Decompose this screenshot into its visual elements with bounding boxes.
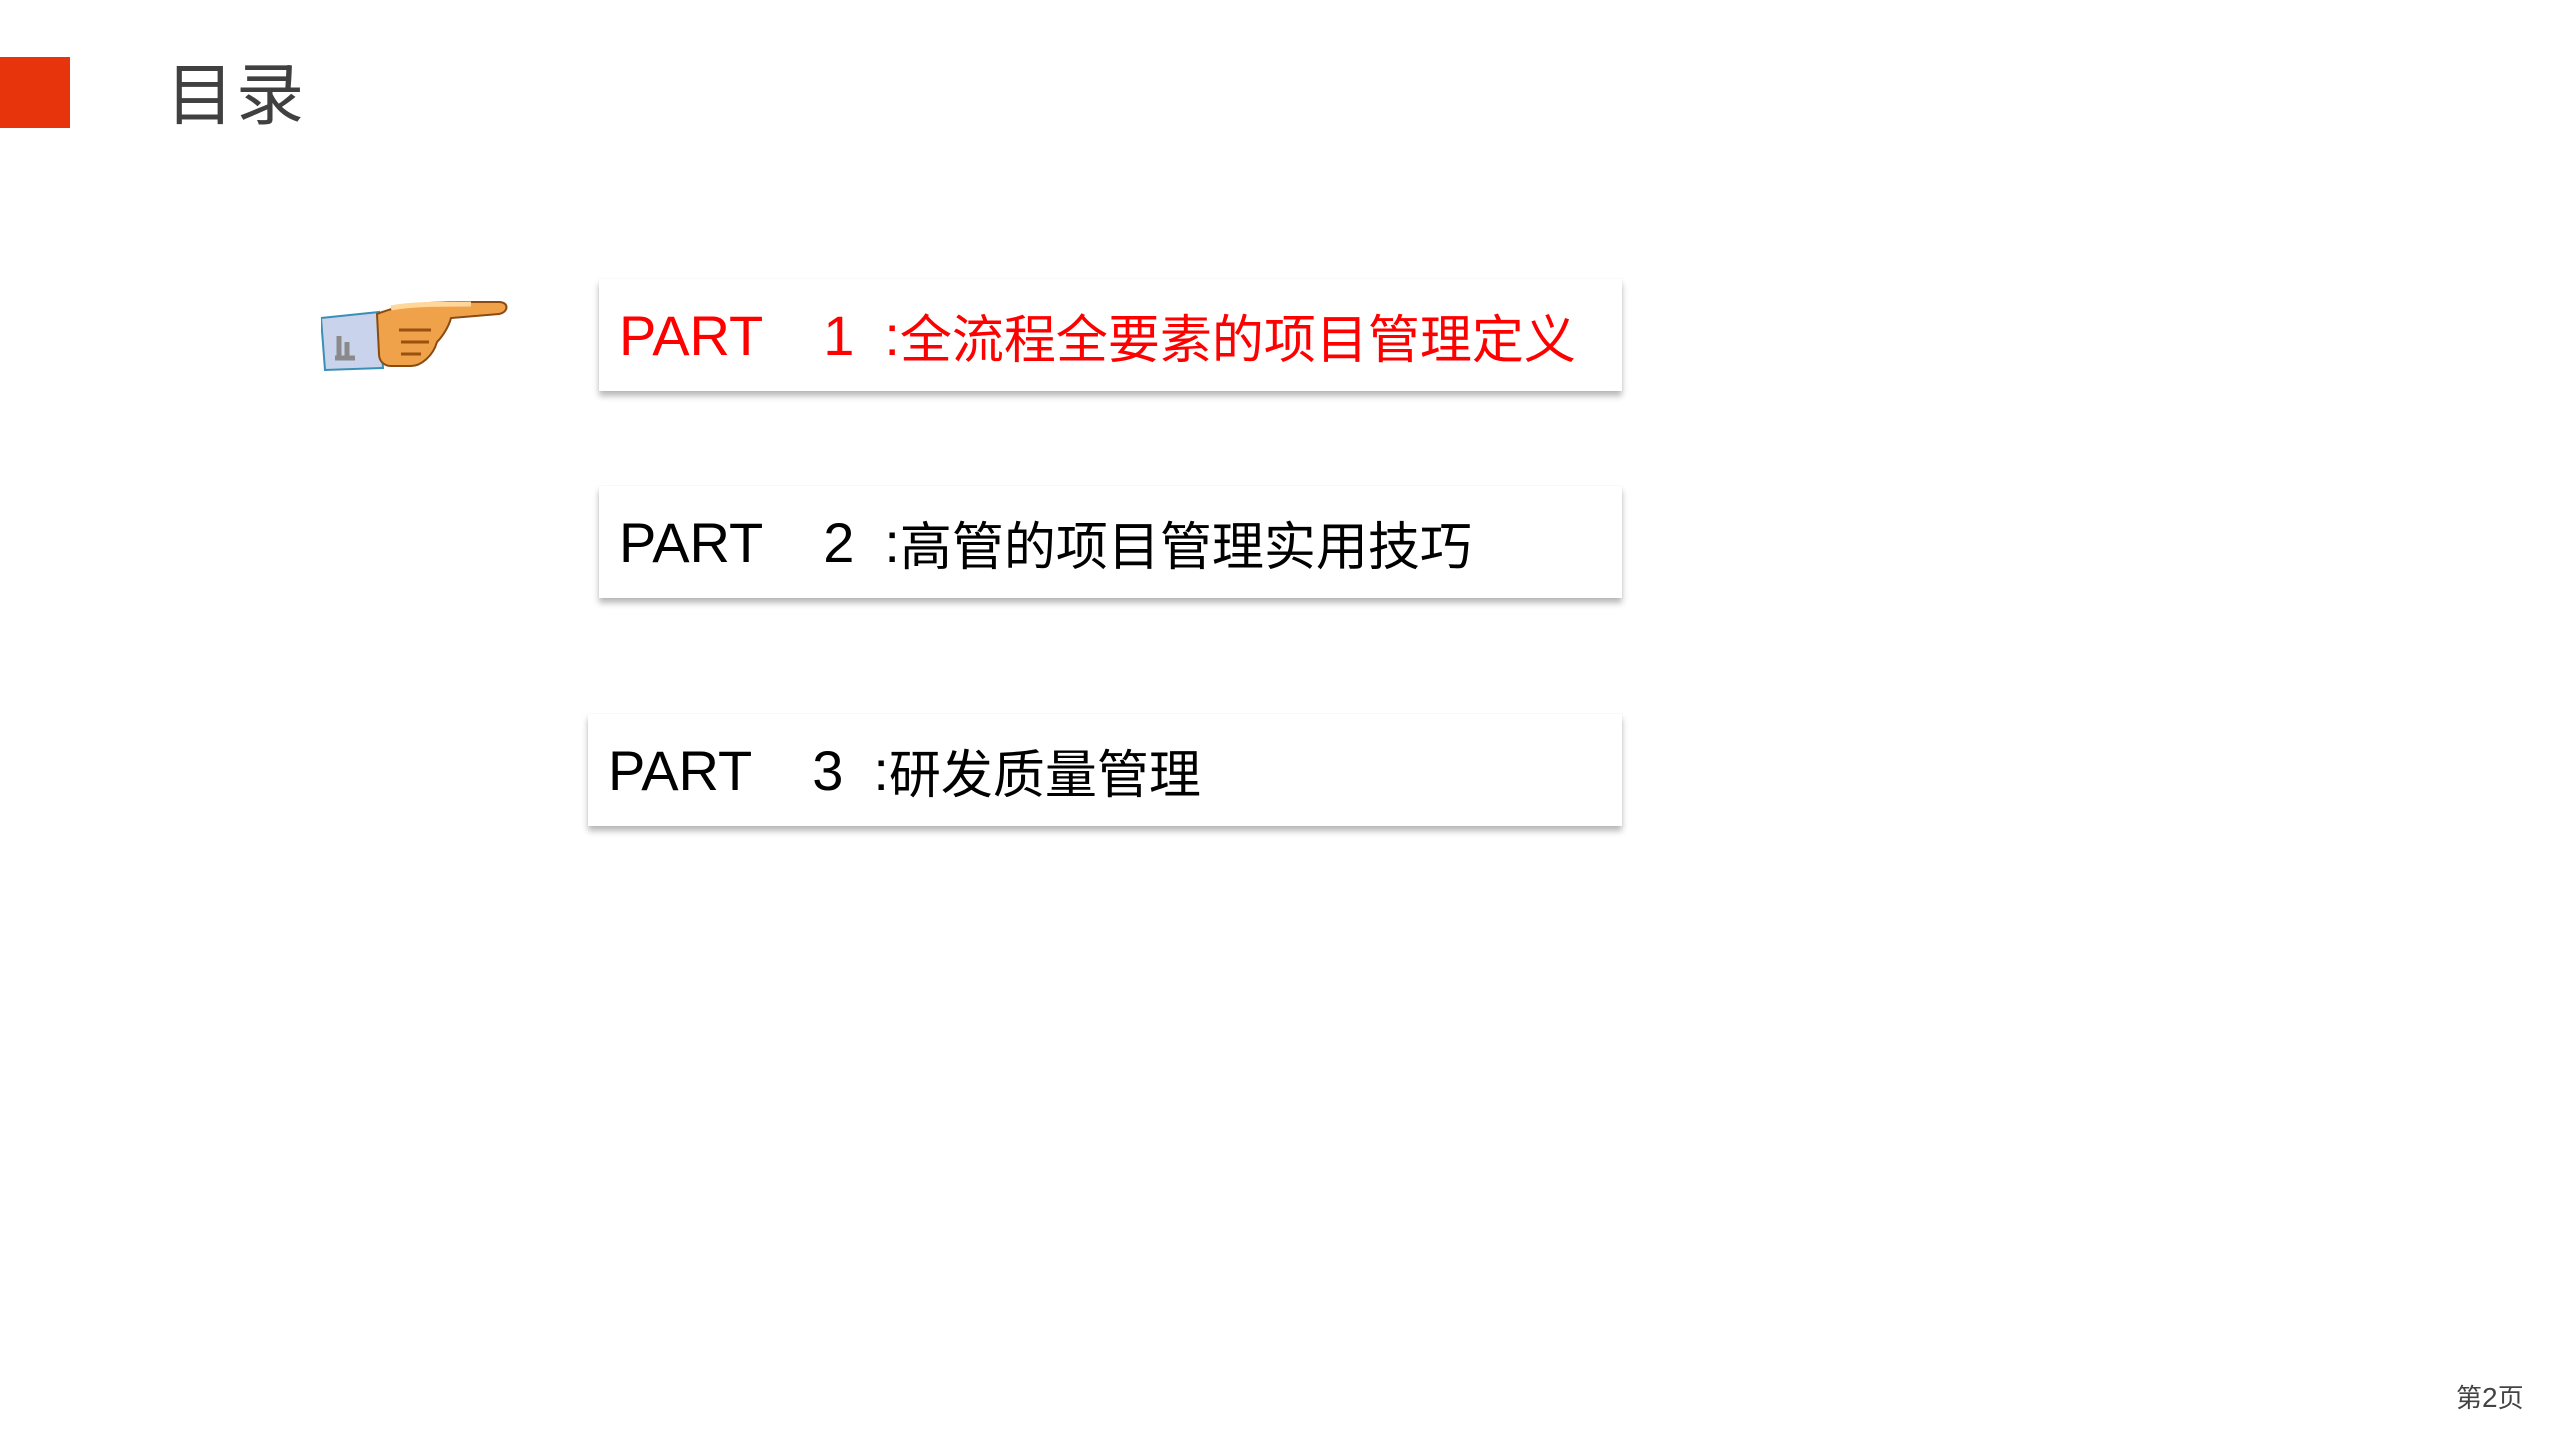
pointing-hand-icon	[321, 301, 508, 372]
accent-square	[0, 57, 70, 128]
page-prefix: 第	[2456, 1384, 2483, 1414]
part-label: PART	[619, 510, 764, 574]
page-number-value: 2	[2482, 1382, 2498, 1413]
toc-item-part-3[interactable]: PART 3 : 研发质量管理	[588, 714, 1622, 826]
colon: :	[884, 303, 900, 367]
colon: :	[873, 738, 889, 802]
page-title: 目录	[166, 57, 307, 136]
part-label: PART	[619, 303, 764, 367]
page-number: 第2页	[2456, 1378, 2524, 1415]
part-label: PART	[608, 738, 753, 802]
part-title: 研发质量管理	[888, 745, 1201, 806]
toc-item-part-2[interactable]: PART 2 : 高管的项目管理实用技巧	[599, 486, 1622, 598]
page-suffix: 页	[2497, 1384, 2524, 1414]
part-number: 1	[823, 303, 855, 367]
part-title: 全流程全要素的项目管理定义	[899, 310, 1576, 371]
colon: :	[884, 510, 900, 574]
part-number: 2	[823, 510, 855, 574]
part-number: 3	[812, 738, 844, 802]
toc-item-part-1[interactable]: PART 1 : 全流程全要素的项目管理定义	[599, 279, 1622, 391]
part-title: 高管的项目管理实用技巧	[899, 517, 1472, 578]
